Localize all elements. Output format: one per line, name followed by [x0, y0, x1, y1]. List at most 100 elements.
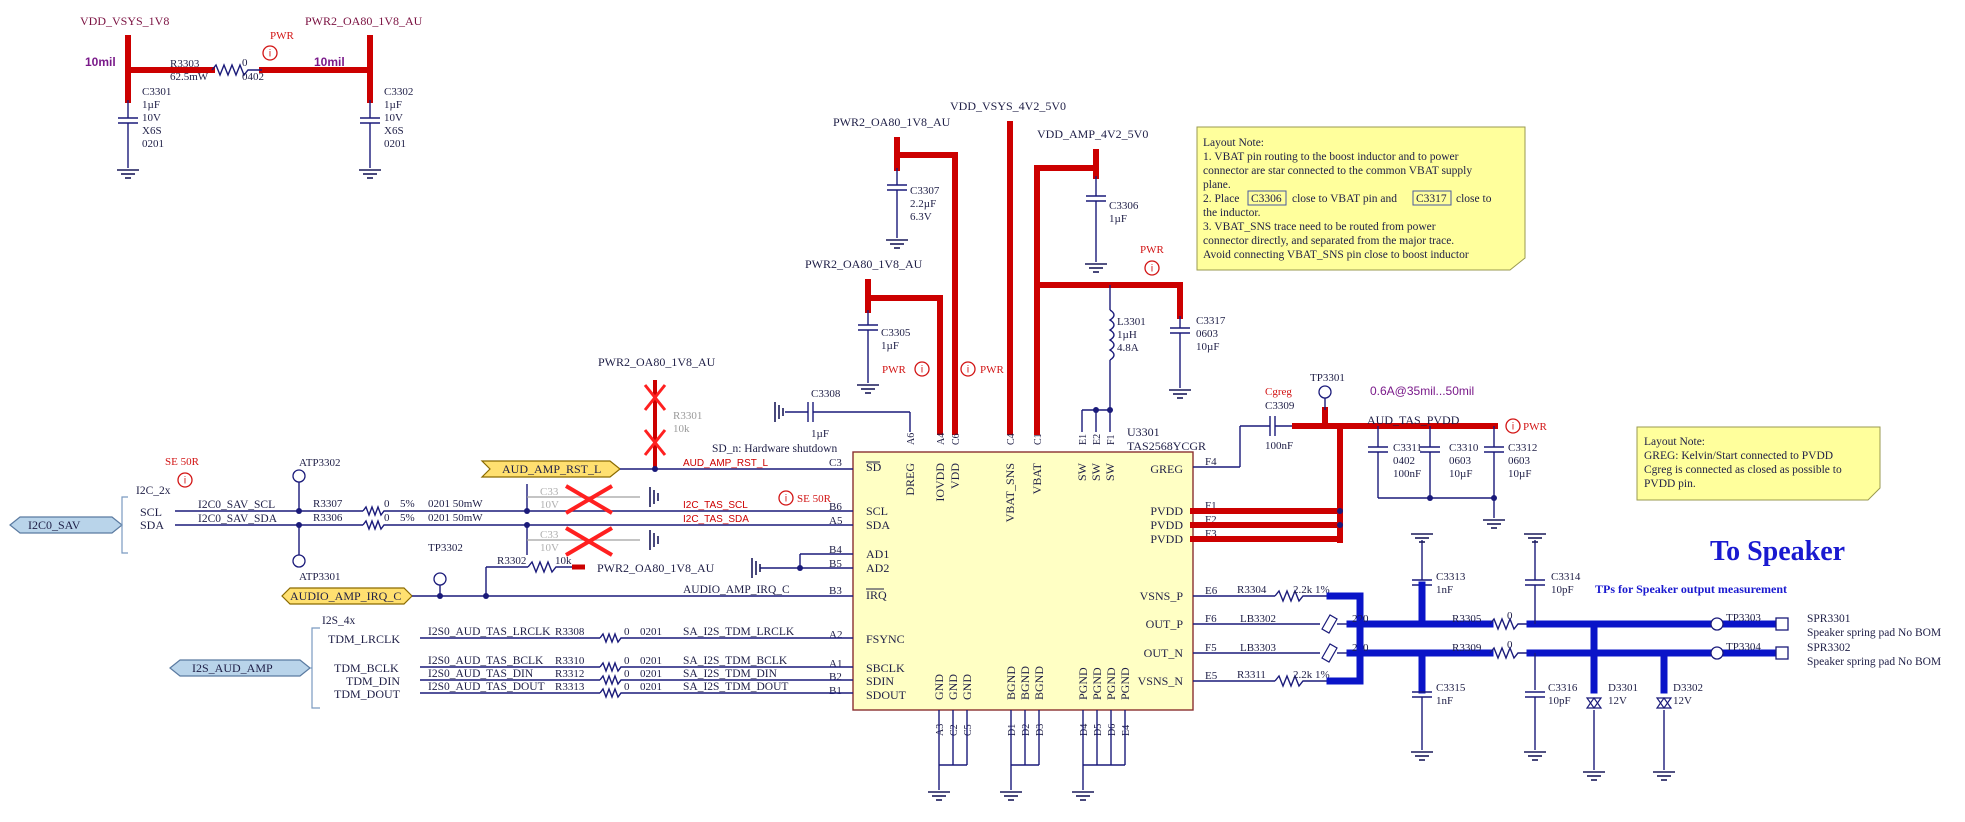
pin-num: E4 [1121, 725, 1132, 736]
c3310-size: 0603 [1449, 455, 1472, 467]
pin-name: SDIN [866, 674, 894, 688]
r3307-tol: 5% [400, 498, 415, 510]
note2-line: Cgreg is connected as closed as possible… [1644, 464, 1842, 476]
c3309-ref: C3309 [1265, 400, 1295, 412]
rail-aud-tas-pvdd: AUD_TAS_PVDD [1367, 413, 1460, 427]
note1-line: 2. Place [1203, 193, 1239, 205]
pin-num: D6 [1107, 724, 1118, 736]
pin-num: A1 [829, 658, 842, 670]
i2s-net-lrclk: I2S0_AUD_TAS_LRCLK [428, 626, 551, 638]
c3305-val: 1µF [881, 340, 899, 352]
port-audio-amp-irq[interactable] [281, 587, 413, 605]
to-speaker-title: To Speaker [1710, 536, 1845, 567]
note1-line: 1. VBAT pin routing to the boost inducto… [1203, 151, 1459, 163]
note1-line: close to [1456, 193, 1492, 205]
spr3302-desc: Speaker spring pad No BOM [1807, 656, 1941, 668]
pin-num: E1 [1078, 434, 1089, 445]
dnp-cap-b-volt: 10V [540, 542, 559, 554]
pin-name: VDD [948, 463, 962, 489]
i2s-res-val: 0 [624, 626, 630, 638]
pin-num: C3 [829, 457, 842, 469]
se50r-a: SE 50R [165, 456, 200, 468]
pin-num: D2 [1021, 724, 1032, 736]
r3311-val: 2.2k [1293, 669, 1313, 681]
pin-name: SW [1089, 462, 1103, 481]
i2c-pin-scl: SCL [140, 505, 162, 519]
pin-num: C4 [1006, 433, 1017, 445]
c3310-val: 10µF [1449, 468, 1472, 480]
pin-num: A4 [936, 433, 947, 445]
trace-width-right: 10mil [314, 55, 345, 69]
c3313-val: 1nF [1436, 584, 1453, 596]
cgreg-label: Cgreg [1265, 386, 1292, 398]
note2-line: PVDD pin. [1644, 478, 1696, 490]
note1-line: 3. VBAT_SNS trace need to be routed from… [1203, 221, 1436, 233]
tp3303-icon [1710, 617, 1724, 631]
pin-num: F6 [1205, 613, 1217, 625]
ic-bottom-pins: GND GND GND BGND BGND BGND PGND PGND PGN… [927, 666, 1132, 801]
pin-name: OUT_N [1144, 646, 1184, 660]
r3302-val: 10k [555, 555, 572, 567]
pin-name: SDOUT [866, 688, 907, 702]
lb3302-ref: LB3302 [1240, 613, 1276, 625]
pin-num: D1 [1007, 724, 1018, 736]
c3313-ref: C3313 [1436, 571, 1466, 583]
c3302-size: 0201 [384, 138, 406, 150]
power-rails: VDD_VSYS_4V2_5V0 VDD_AMP_4V2_5V0 C3306 1… [774, 99, 1226, 440]
c3311-ref: C3311 [1393, 442, 1422, 454]
pin-num: F1 [1205, 500, 1217, 512]
port-audio-amp-irq-label: AUDIO_AMP_IRQ_C [290, 589, 401, 603]
c3316-ref: C3316 [1548, 682, 1578, 694]
pin-name: PGND [1090, 667, 1104, 700]
tp3301-label: TP3301 [1310, 372, 1345, 384]
pin-num: D3 [1035, 724, 1046, 736]
c3302-ref: C3302 [384, 86, 413, 98]
pwr-flag-pvdd-label: PWR [1523, 421, 1548, 433]
net-rst: AUD_AMP_RST_L [683, 458, 768, 469]
ic-u3301[interactable]: U3301 TAS2568YCGR SD SCL SDA AD1 AD2 IRQ… [829, 425, 1218, 801]
pin-num: C5 [963, 724, 974, 736]
c3301-ref: C3301 [142, 86, 171, 98]
tp3304-icon [1710, 646, 1724, 660]
pwr-flag-b2-icon [960, 361, 976, 377]
top-left-power-block: VDD_VSYS_1V8 PWR2_OA80_1V8_AU PWR 10mil … [80, 14, 423, 179]
c3305-ref: C3305 [881, 327, 911, 339]
ic-top-pins: DREG IOVDD VDD VBAT_SNS VBAT SW SW SW A6… [903, 433, 1117, 523]
pwr-flag-icon [262, 45, 278, 61]
atp3301-icon [292, 554, 306, 568]
pin-num: F4 [1205, 456, 1217, 468]
pin-num: A6 [906, 433, 917, 445]
c3315-val: 1nF [1436, 695, 1453, 707]
output-stage: R3304 2.2k 1% LB3302 220 LB3303 220 R331… [1193, 533, 1941, 781]
r3305-ref: R3305 [1452, 613, 1482, 625]
pin-name: SW [1103, 462, 1117, 481]
i2c-pin-sda: SDA [140, 518, 164, 532]
sa-net-dout: SA_I2S_TDM_DOUT [683, 681, 788, 693]
l3301-val: 1µH [1117, 329, 1137, 341]
pwr-flag-b-label: PWR [882, 364, 907, 376]
r3304-val: 2.2k [1293, 584, 1313, 596]
tp3303-label: TP3303 [1726, 612, 1761, 624]
pwr-flag-b-icon [914, 361, 930, 377]
port-aud-amp-rst[interactable] [480, 460, 621, 478]
note1-ref-c3317: C3317 [1416, 193, 1447, 205]
pvdd-caps: C3311 0402 100nF C3310 0603 10µF C3312 0… [1368, 426, 1537, 529]
ic-ref: U3301 [1127, 425, 1160, 439]
pin-num: B6 [829, 501, 842, 513]
c3306-ref: C3306 [1109, 200, 1139, 212]
pin-name: SCL [866, 504, 888, 518]
note1-line: connector are star connected to the comm… [1203, 165, 1472, 177]
rail-pwr-1v8-a: PWR2_OA80_1V8_AU [833, 115, 951, 129]
r3309-ref: R3309 [1452, 642, 1482, 654]
pin-name: SW [1075, 462, 1089, 481]
greg-pvdd-block: Cgreg C3309 100nF TP3301 0.6A@35mil...50… [1190, 372, 1548, 543]
spr3301-desc: Speaker spring pad No BOM [1807, 627, 1941, 639]
layout-note-1: Layout Note: 1. VBAT pin routing to the … [1196, 126, 1526, 271]
r3301-val: 10k [673, 423, 690, 435]
c3311-size: 0402 [1393, 455, 1415, 467]
note1-line: connector directly, and separated from t… [1203, 235, 1454, 247]
i2s-bus-label: I2S_4x [322, 615, 355, 627]
port-aud-amp-rst-label: AUD_AMP_RST_L [502, 462, 601, 476]
i2s-res-size: 0201 [640, 626, 662, 638]
r3306-spec: 0201 50mW [428, 512, 483, 524]
